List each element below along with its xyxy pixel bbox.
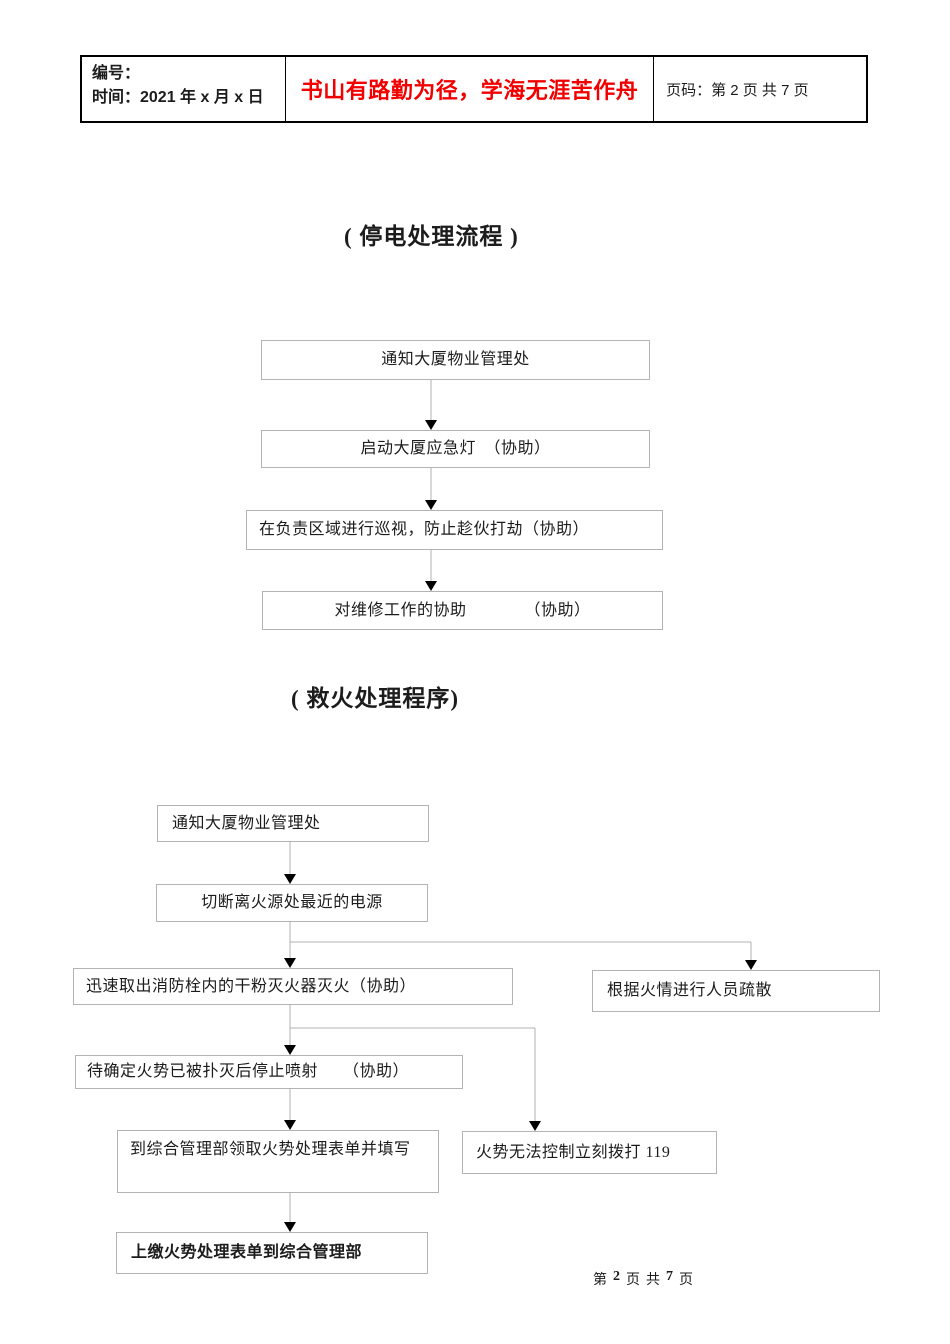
flowchart1-step-3-box: 在负责区域进行巡视，防止趁伙打劫（协助） — [246, 510, 663, 550]
flowchart1-step-4-box: 对维修工作的协助 （协助） — [262, 591, 663, 630]
header-motto-cell: 书山有路勤为径，学海无涯苦作舟 — [286, 57, 655, 121]
flowchart2-step-1-box: 通知大厦物业管理处 — [157, 805, 429, 842]
footer-page-number: 2 — [613, 1269, 620, 1284]
connector-arrowhead — [284, 1120, 296, 1130]
flowchart2-evacuation-box: 根据火情进行人员疏散 — [592, 970, 880, 1012]
flowchart1-title: ( 停电处理流程 ) — [344, 224, 519, 249]
connector-arrowhead — [425, 500, 437, 510]
header-meta-cell: 编号： 时间：2021 年 x 月 x 日 — [82, 57, 287, 121]
connector-arrowhead — [745, 960, 757, 970]
connector-arrowhead — [284, 874, 296, 884]
header-table: 编号： 时间：2021 年 x 月 x 日 书山有路勤为径，学海无涯苦作舟 页码… — [80, 55, 868, 123]
header-motto: 书山有路勤为径，学海无涯苦作舟 — [300, 78, 639, 103]
flowchart2-step-6-box: 上缴火势处理表单到综合管理部 — [116, 1232, 428, 1274]
flowchart2-step-3-box: 迅速取出消防栓内的干粉灭火器灭火（协助） — [73, 968, 513, 1005]
connector-arrowhead — [284, 1045, 296, 1055]
flowchart2-call-119-box: 火势无法控制立刻拨打 119 — [462, 1131, 717, 1174]
flowchart1-step-2-box: 启动大厦应急灯 （协助） — [261, 430, 650, 468]
footer-text: 页 — [626, 1273, 640, 1288]
flowchart1-step-1-box: 通知大厦物业管理处 — [261, 340, 650, 380]
flowchart2-step-2-box: 切断离火源处最近的电源 — [156, 884, 428, 922]
header-time-label: 时间：2021 年 x 月 x 日 — [92, 89, 264, 106]
flowchart2-step-5-box: 到综合管理部领取火势处理表单并填写 — [117, 1130, 439, 1193]
connector-arrowhead — [425, 581, 437, 591]
connector-arrowhead — [284, 958, 296, 968]
page-footer: 第 2 页 共 7 页 — [593, 1269, 693, 1289]
header-page-label: 页码：第 2 页 共 7 页 — [666, 81, 809, 99]
footer-text: 页 — [679, 1273, 693, 1288]
footer-text: 共 — [646, 1273, 660, 1288]
footer-total-pages: 7 — [666, 1269, 673, 1284]
connector-arrowhead — [529, 1121, 541, 1131]
connector-arrowhead — [425, 420, 437, 430]
footer-text: 第 — [593, 1273, 607, 1288]
flowchart2-step-4-box: 待确定火势已被扑灭后停止喷射 （协助） — [75, 1055, 463, 1089]
flowchart2-title: ( 救火处理程序) — [291, 686, 460, 711]
header-page-cell: 页码：第 2 页 共 7 页 — [654, 57, 866, 121]
connector-arrowhead — [284, 1222, 296, 1232]
header-number-label: 编号： — [92, 65, 141, 82]
